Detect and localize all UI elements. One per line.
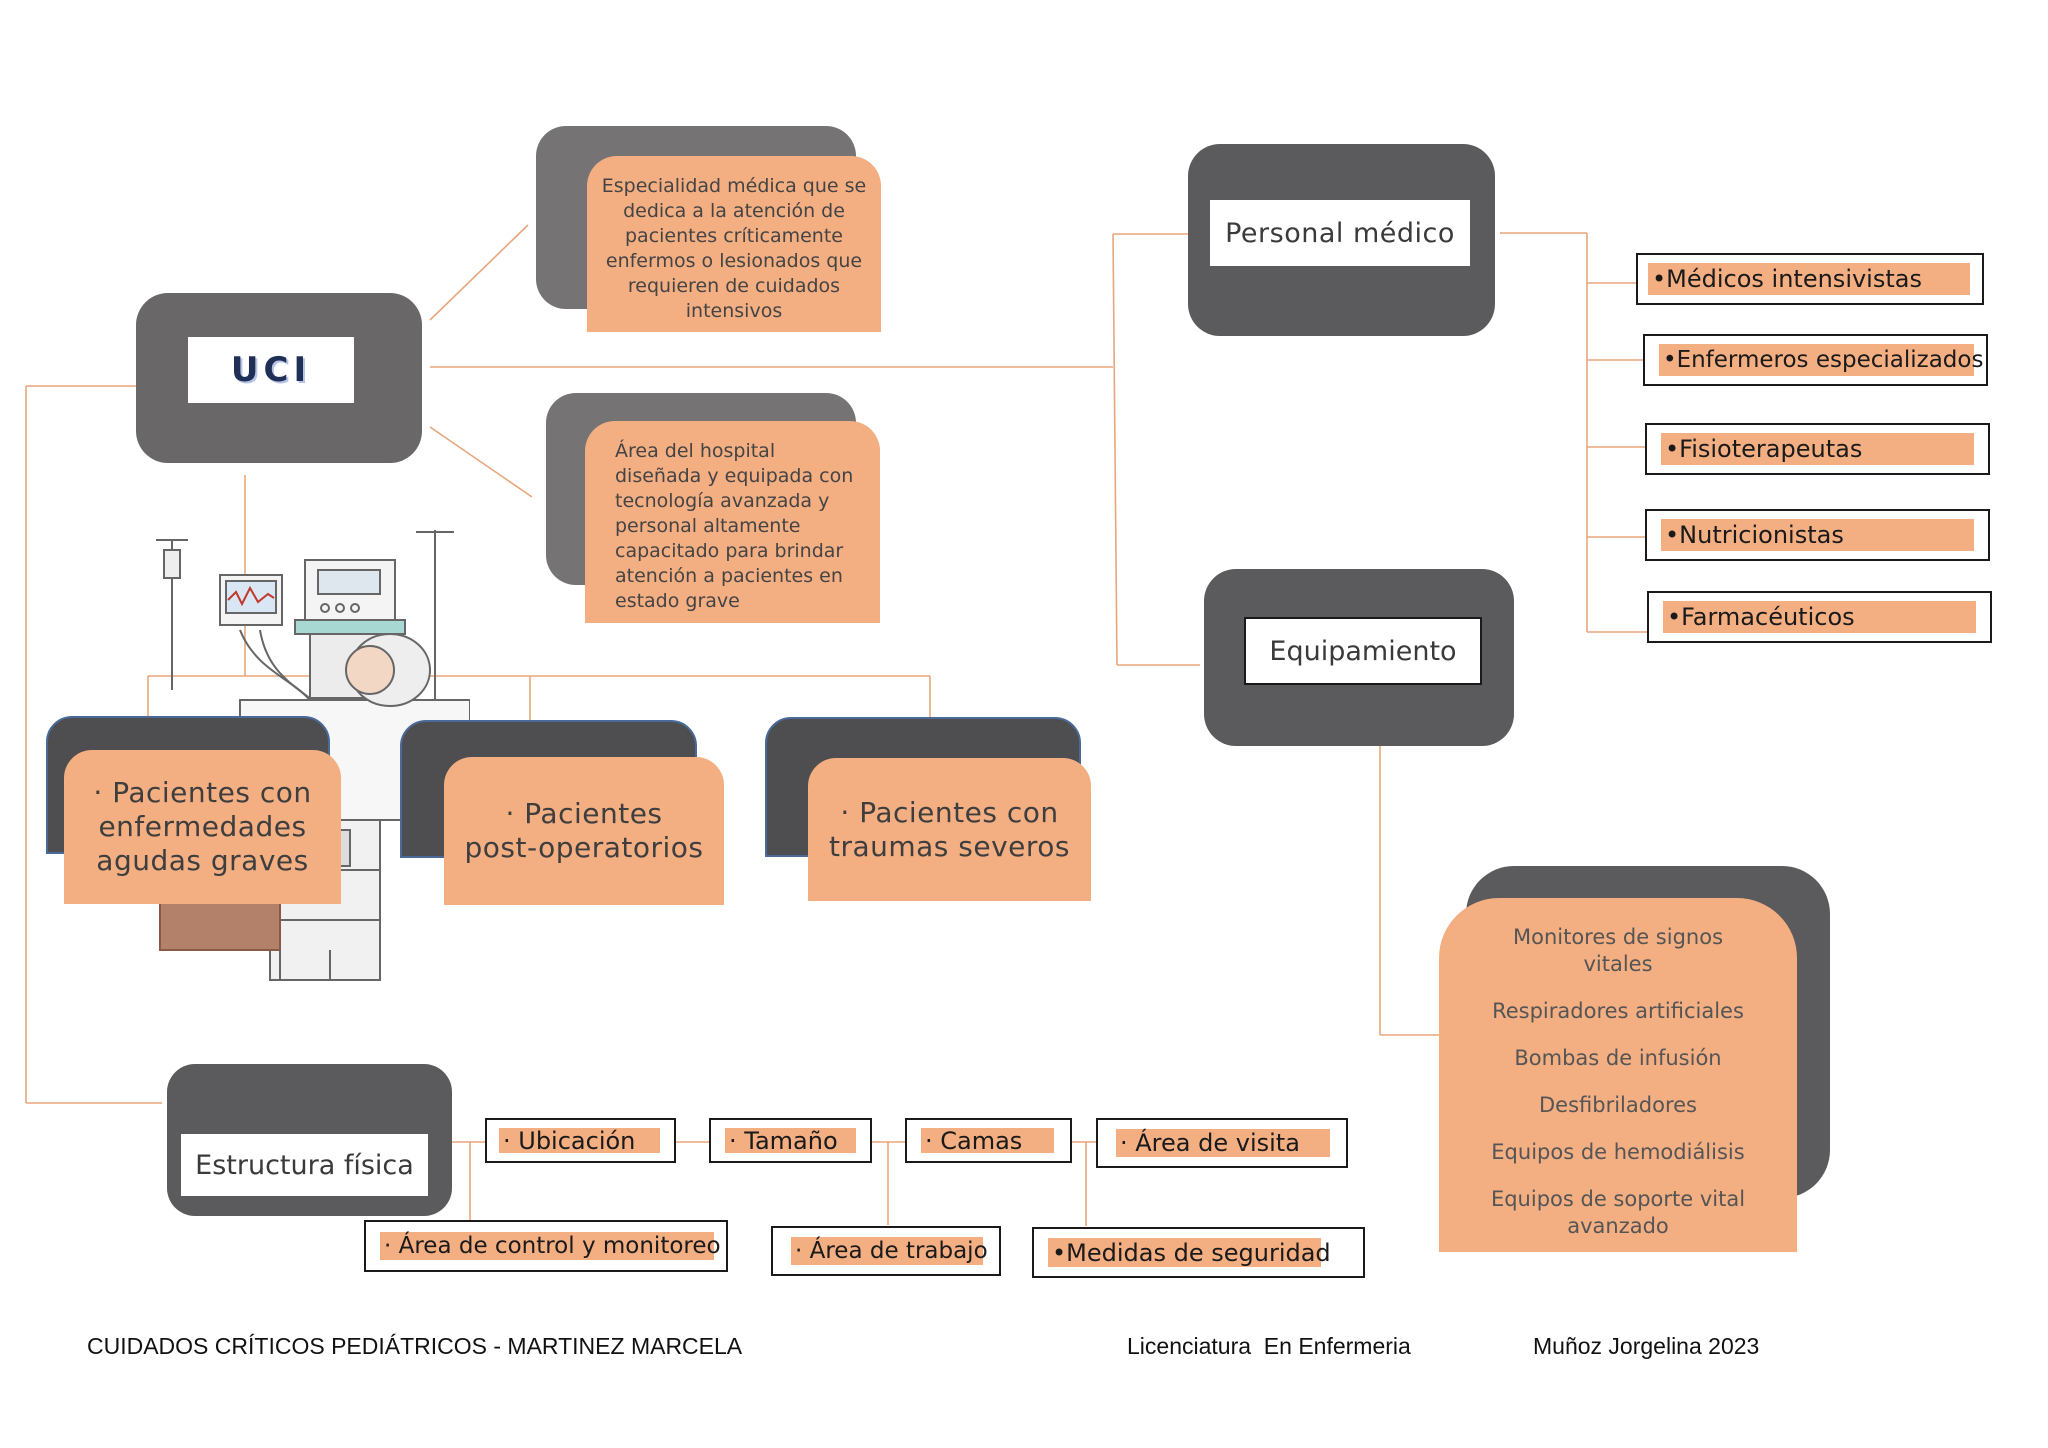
personal-item-1-label: •Médicos intensivistas <box>1648 263 1970 295</box>
estructura-item-area-control: · Área de control y monitoreo <box>364 1220 728 1272</box>
personal-item-2: •Enfermeros especializados <box>1643 334 1988 386</box>
personal-title-box: Personal médico <box>1210 200 1470 266</box>
equipamiento-item: Respiradores artificiales <box>1492 999 1744 1023</box>
personal-item-5-label: •Farmacéuticos <box>1663 601 1976 633</box>
equipamiento-item: Monitores de signos vitales <box>1512 925 1724 976</box>
uci-node: UCI <box>136 293 422 463</box>
personal-node: Personal médico <box>1188 144 1495 336</box>
personal-item-3: •Fisioterapeutas <box>1645 423 1990 475</box>
estructura-item-medidas-label: •Medidas de seguridad <box>1048 1238 1331 1267</box>
estructura-item-area-trabajo-label: · Área de trabajo <box>791 1237 988 1265</box>
equipamiento-item: Desfibriladores <box>1539 1093 1697 1117</box>
equipamiento-item: Equipos de soporte vital avanzado <box>1490 1187 1746 1238</box>
personal-item-1: •Médicos intensivistas <box>1636 253 1984 305</box>
estructura-item-tamano-label: · Tamaño <box>725 1127 856 1155</box>
footer-degree: Licenciatura En Enfermeria <box>1127 1333 1411 1359</box>
patient-3-label: · Pacientes con traumas severos <box>828 795 1071 863</box>
personal-item-2-label: •Enfermeros especializados <box>1659 344 1983 376</box>
estructura-item-ubicacion: · Ubicación <box>485 1118 676 1163</box>
equipamiento-title-box: Equipamiento <box>1244 617 1482 685</box>
personal-title: Personal médico <box>1225 217 1455 249</box>
estructura-item-camas: · Camas <box>905 1118 1072 1163</box>
estructura-title-box: Estructura física <box>181 1134 428 1196</box>
equipamiento-title: Equipamiento <box>1269 635 1457 667</box>
estructura-item-area-visita-label: · Área de visita <box>1116 1129 1330 1157</box>
uci-title: UCI <box>230 350 312 390</box>
equipamiento-item: Equipos de hemodiálisis <box>1491 1140 1745 1164</box>
personal-item-4-label: •Nutricionistas <box>1661 519 1974 551</box>
estructura-node: Estructura física <box>167 1064 452 1216</box>
equipamiento-item: Bombas de infusión <box>1514 1046 1722 1070</box>
uci-definition-card: Especialidad médica que se dedica a la a… <box>587 156 881 332</box>
personal-item-5: •Farmacéuticos <box>1647 591 1992 643</box>
personal-item-3-label: •Fisioterapeutas <box>1661 433 1974 465</box>
equipamiento-list-card: Monitores de signos vitales Respiradores… <box>1439 898 1797 1252</box>
estructura-item-area-trabajo: · Área de trabajo <box>771 1226 1001 1276</box>
patient-1-label: · Pacientes con enfermedades agudas grav… <box>93 776 312 877</box>
estructura-item-area-control-label: · Área de control y monitoreo <box>380 1232 721 1260</box>
equipamiento-node: Equipamiento <box>1204 569 1514 746</box>
uci-area-card: Área del hospital diseñada y equipada co… <box>585 421 880 623</box>
patient-2-label: · Pacientes post-operatorios <box>464 797 704 864</box>
estructura-item-camas-label: · Camas <box>921 1127 1054 1155</box>
estructura-item-medidas: •Medidas de seguridad <box>1032 1227 1365 1278</box>
patient-2-card: · Pacientes post-operatorios <box>444 757 724 905</box>
footer-course: CUIDADOS CRÍTICOS PEDIÁTRICOS - MARTINEZ… <box>87 1333 743 1359</box>
footer-author: Muñoz Jorgelina 2023 <box>1533 1333 1760 1359</box>
estructura-title: Estructura física <box>195 1149 414 1181</box>
estructura-item-area-visita: · Área de visita <box>1096 1118 1348 1168</box>
personal-item-4: •Nutricionistas <box>1645 509 1990 561</box>
patient-3-card: · Pacientes con traumas severos <box>808 758 1091 901</box>
uci-title-box: UCI <box>188 337 354 403</box>
uci-definition-text: Especialidad médica que se dedica a la a… <box>601 175 867 322</box>
estructura-item-tamano: · Tamaño <box>709 1118 872 1163</box>
uci-area-text: Área del hospital diseñada y equipada co… <box>615 440 854 612</box>
estructura-item-ubicacion-label: · Ubicación <box>499 1127 660 1155</box>
patient-1-card: · Pacientes con enfermedades agudas grav… <box>64 750 341 904</box>
